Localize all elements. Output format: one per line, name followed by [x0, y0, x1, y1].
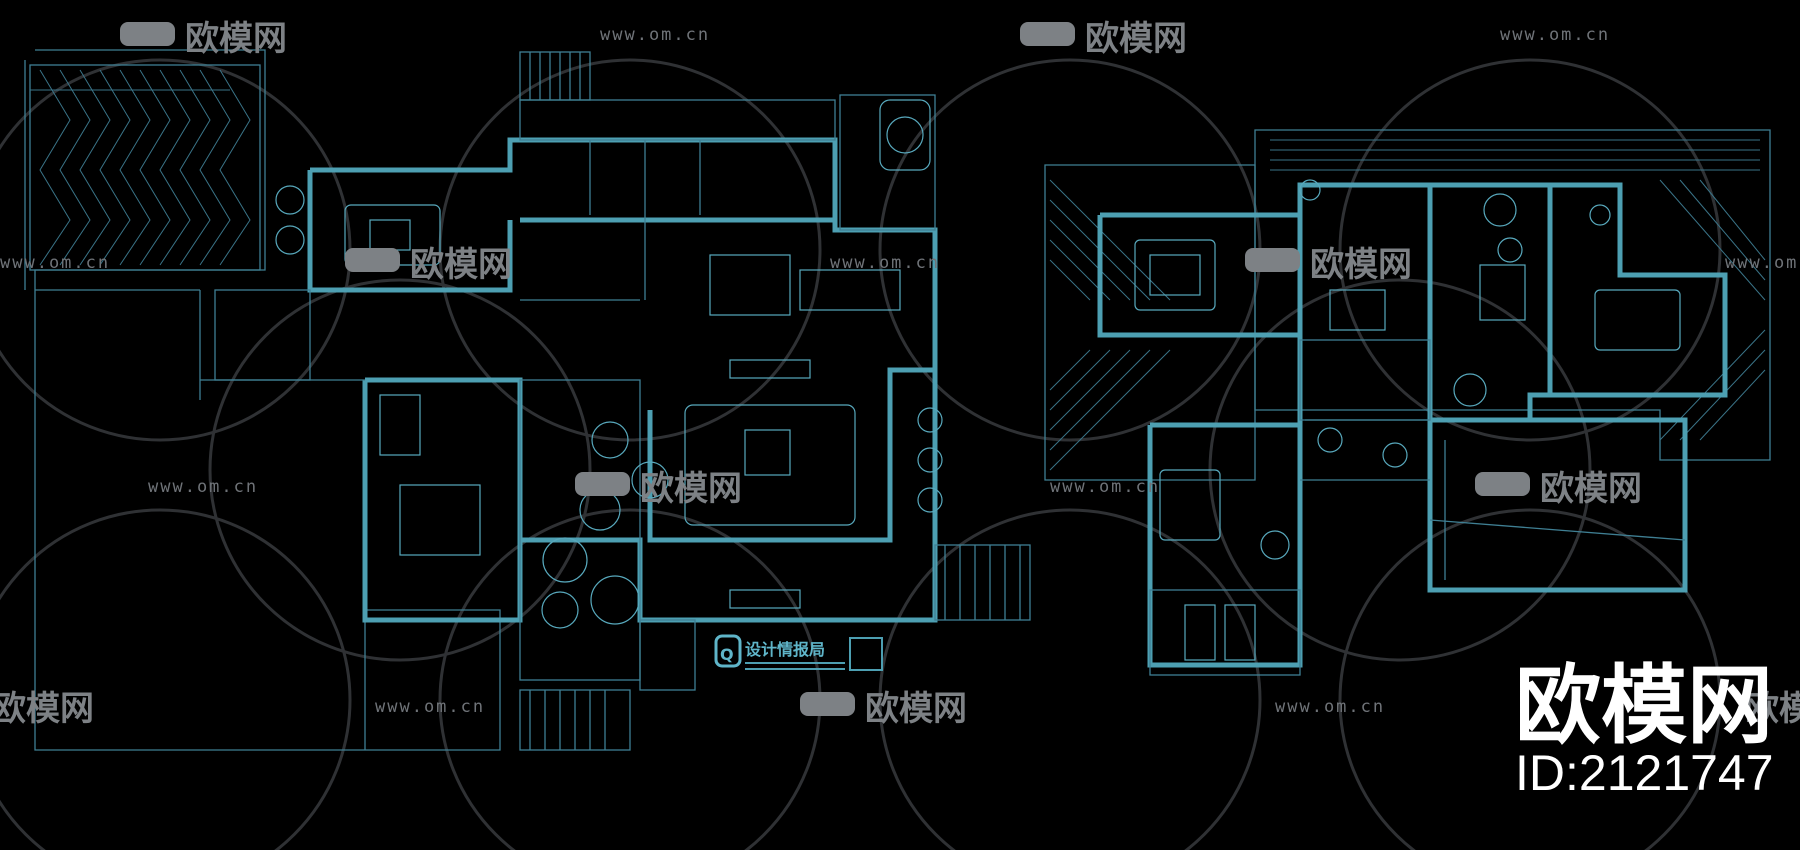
stamp-qr-code — [849, 637, 883, 671]
watermark-brand-group: 欧模网 — [1245, 245, 1412, 285]
ground-floor-plan: Q 设计情报局 — [24, 49, 1031, 751]
watermark-logo-icon — [1245, 248, 1300, 272]
watermark-url: www.om.cn — [148, 477, 258, 497]
stamp-logo-frame — [714, 634, 742, 668]
watermark-url: www.om.cn — [600, 25, 710, 45]
overlay-id-block: 欧模网 ID:2121747 — [1515, 656, 1774, 801]
site-boundary — [34, 49, 501, 751]
watermark-circles — [0, 58, 1722, 850]
watermark-logo-icon — [120, 22, 175, 46]
watermark-brand-group: 欧模网 — [120, 19, 287, 59]
watermark-brand-group: 欧模网 — [575, 469, 742, 509]
watermark-brand-group: 欧模网 — [800, 689, 967, 729]
watermark-brand: 欧模网 — [1540, 469, 1642, 509]
watermark-texts: www.om.cn www.om.cn www.om.cn www.om.cn … — [0, 19, 1800, 729]
overlay-id-label: ID:2121747 — [1515, 745, 1774, 801]
watermark-logo-icon — [345, 248, 400, 272]
ground-floor-furniture — [275, 99, 943, 629]
ground-floor-inner-lines — [199, 94, 1031, 751]
watermark-url: www.om.cn — [1275, 697, 1385, 717]
watermark-brand: 欧模网 — [185, 19, 287, 59]
watermark-url: www.om.cn — [1050, 477, 1160, 497]
watermark-logo-icon — [1475, 472, 1530, 496]
watermark-url: www.om.cn — [830, 253, 940, 273]
watermark-brand: 欧模网 — [0, 689, 94, 729]
watermark-brand: 欧模网 — [1085, 19, 1187, 59]
watermark-brand: 欧模网 — [865, 689, 967, 729]
watermark-brand: 欧模网 — [640, 469, 742, 509]
watermark-brand: 欧模网 — [410, 245, 512, 285]
watermark-brand: 欧模网 — [1310, 245, 1412, 285]
watermark-brand-group: 欧模网 — [1745, 689, 1800, 729]
watermark-url: www.om.cn — [0, 253, 110, 273]
upper-floor-furniture — [1134, 179, 1681, 661]
overlay-brand: 欧模网 — [1515, 656, 1773, 756]
roof-hatch-zone — [29, 64, 261, 271]
stamp-title: 设计情报局 — [745, 640, 825, 659]
watermark-url: www.om.cn — [1500, 25, 1610, 45]
watermark-brand-group: 欧模网 — [1020, 19, 1187, 59]
watermark-url: www.om.cn — [375, 697, 485, 717]
watermark-logo-icon — [800, 692, 855, 716]
watermark-brand: 欧模网 — [1745, 689, 1800, 729]
design-stamp: Q 设计情报局 — [714, 634, 883, 671]
watermark-brand-group: 欧模网 — [345, 245, 512, 285]
watermark-brand-group: 欧模网 — [1475, 469, 1642, 509]
stamp-logo-letter: Q — [720, 645, 734, 664]
watermark-logo-icon — [575, 472, 630, 496]
upper-floor-plan — [1044, 129, 1771, 676]
watermark-url: www.om.cn — [1725, 253, 1800, 273]
upper-floor-walls — [1097, 182, 1728, 668]
watermark-logo-icon — [1020, 22, 1075, 46]
upper-floor-inner-lines — [1149, 339, 1686, 676]
watermark-brand-group: 欧模网 — [0, 689, 94, 729]
